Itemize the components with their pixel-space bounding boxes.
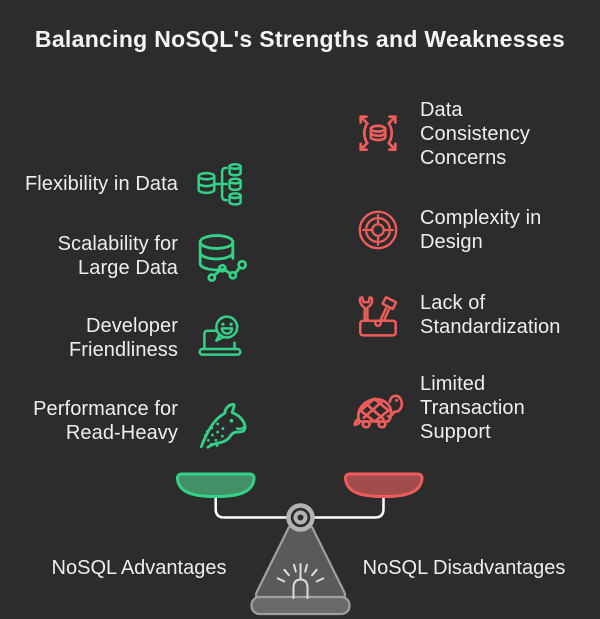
advantage-item-performance: Performance for Read-Heavy — [0, 389, 248, 453]
disadvantage-item-label: Data Consistency Concerns — [420, 99, 531, 169]
maze-icon — [350, 201, 406, 259]
disadvantage-item-label: Complexity in Design — [420, 207, 542, 253]
cheetah-icon — [192, 392, 248, 450]
disadvantages-scale-label: NoSQL Disadvantages — [362, 557, 566, 579]
disadvantage-item-label: Lack of Standardization — [420, 292, 561, 338]
disadvantage-item-consistency: Data Consistency Concerns — [350, 94, 596, 174]
database-sync-arrows-icon — [350, 105, 406, 163]
disadvantage-item-standardization: Lack of Standardization — [350, 283, 596, 347]
scale-base — [250, 595, 351, 616]
advantage-item-label: Scalability for Large Data — [57, 233, 178, 279]
advantage-pan — [175, 472, 256, 498]
advantage-item-label: Developer Friendliness — [68, 315, 178, 361]
disadvantage-item-label: Limited Transaction Support — [420, 373, 525, 443]
turtle-icon — [350, 379, 406, 437]
scale-gauge — [276, 563, 325, 599]
disadvantage-item-transactions: Limited Transaction Support — [350, 366, 596, 450]
advantage-item-developer: Developer Friendliness — [0, 306, 248, 370]
disadvantage-pan — [343, 472, 424, 498]
advantage-item-flexibility: Flexibility in Data — [0, 154, 248, 214]
advantage-item-label: Performance for Read-Heavy — [33, 398, 178, 444]
laptop-smiley-icon — [192, 309, 248, 367]
advantage-item-scalability: Scalability for Large Data — [0, 224, 248, 288]
toolbox-icon — [350, 286, 406, 344]
scale-stand — [254, 525, 347, 600]
database-nodes-icon — [192, 227, 248, 285]
database-branch-icon — [192, 155, 248, 213]
advantages-scale-label: NoSQL Advantages — [51, 557, 227, 579]
disadvantage-item-complexity: Complexity in Design — [350, 198, 596, 262]
scale-pivot-hole — [293, 510, 308, 525]
page-title: Balancing NoSQL's Strengths and Weakness… — [34, 26, 566, 52]
advantage-item-label: Flexibility in Data — [24, 173, 178, 195]
